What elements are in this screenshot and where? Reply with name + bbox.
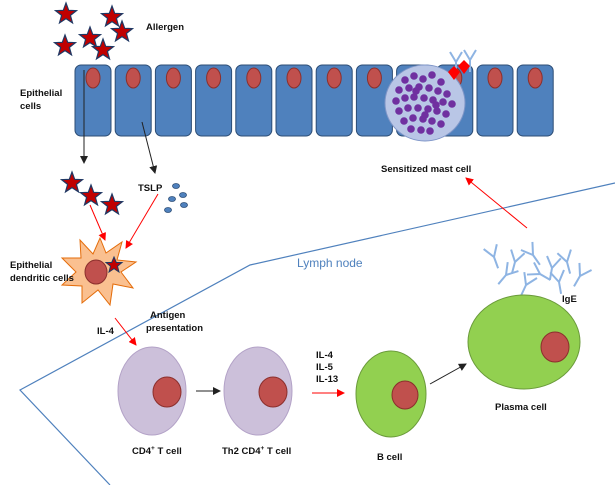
granule bbox=[432, 101, 440, 109]
cd4-t-cell-label: CD4+ T cell bbox=[132, 445, 182, 457]
epithelial-cell bbox=[114, 64, 152, 137]
granule bbox=[434, 87, 442, 95]
epithelial-cell bbox=[275, 64, 313, 137]
granule bbox=[439, 98, 447, 106]
epithelial-cell bbox=[154, 64, 192, 137]
ige-antibody-icon bbox=[497, 261, 519, 285]
granule bbox=[442, 110, 450, 118]
granule bbox=[426, 127, 434, 135]
epithelial-layer bbox=[74, 64, 554, 137]
ige-antibody-icon bbox=[526, 261, 551, 281]
tslp-label: TSLP bbox=[138, 183, 163, 194]
granule bbox=[404, 104, 412, 112]
granule bbox=[414, 104, 422, 112]
epithelial-dendritic-cells-label: Epithelial dendritic cells bbox=[10, 260, 74, 284]
b-cell bbox=[355, 350, 427, 438]
granule bbox=[433, 107, 441, 115]
il4-label: IL-4 bbox=[97, 326, 115, 337]
granule bbox=[420, 94, 428, 102]
granule bbox=[412, 87, 420, 95]
arrow-tslp-to-dc bbox=[125, 193, 159, 249]
epithelial-cell bbox=[355, 64, 393, 137]
granule bbox=[410, 72, 418, 80]
granule bbox=[395, 107, 403, 115]
granule bbox=[421, 111, 429, 119]
allergen-star-icon bbox=[59, 170, 85, 194]
cytokines-label: IL-4 IL-5 IL-13 bbox=[316, 350, 338, 385]
allergen-star-icon bbox=[78, 183, 104, 207]
granule bbox=[425, 84, 433, 92]
sensitized-mast-cell-label: Sensitized mast cell bbox=[381, 164, 471, 175]
th2-cd4-t-cell bbox=[223, 346, 293, 436]
epithelial-cell bbox=[315, 64, 353, 137]
allergen-cluster-processed bbox=[59, 170, 125, 216]
b-cell-label: B cell bbox=[377, 452, 402, 463]
granule bbox=[437, 120, 445, 128]
allergen-cluster bbox=[52, 1, 135, 61]
granule bbox=[424, 105, 432, 113]
arrow-antigen-presentation bbox=[114, 317, 137, 346]
granule bbox=[428, 71, 436, 79]
plasma-cell-label: Plasma cell bbox=[495, 402, 547, 413]
granule bbox=[401, 76, 409, 84]
ige-antibody-icon bbox=[520, 241, 541, 266]
granule bbox=[419, 75, 427, 83]
ige-antibodies bbox=[483, 241, 593, 297]
granule bbox=[437, 78, 445, 86]
ige-antibody-icon bbox=[483, 244, 500, 269]
epithelial-cells-label: Epithelial cells bbox=[20, 88, 65, 112]
allergen-star-in-dc-icon bbox=[104, 255, 124, 274]
granule bbox=[401, 94, 409, 102]
arrow-allergen-to-dc bbox=[89, 204, 106, 241]
sensitized-mast-cell bbox=[384, 49, 477, 142]
arrows bbox=[80, 70, 528, 397]
th2-cd4-t-cell-label: Th2 CD4+ T cell bbox=[222, 445, 291, 457]
ige-antibody-icon bbox=[556, 249, 572, 274]
ige-label: IgE bbox=[562, 294, 577, 305]
allergen-star-icon bbox=[99, 4, 125, 28]
granule bbox=[448, 100, 456, 108]
granule bbox=[409, 114, 417, 122]
epithelial-cell bbox=[195, 64, 233, 137]
allergen-star-icon bbox=[109, 19, 135, 43]
granule bbox=[443, 90, 451, 98]
allergen-star-icon bbox=[52, 33, 78, 57]
granule bbox=[410, 93, 418, 101]
allergen-label: Allergen bbox=[146, 22, 184, 33]
bound-ige-icon bbox=[449, 49, 477, 74]
antigen-presentation-label: Antigen presentation bbox=[146, 310, 203, 334]
granule bbox=[428, 117, 436, 125]
arrow-epithelium-to-tslp bbox=[141, 121, 158, 174]
arrow-ige-to-mast-cell bbox=[465, 177, 528, 229]
epithelial-cell bbox=[235, 64, 273, 137]
epithelial-cell bbox=[74, 64, 112, 137]
allergen-star-icon bbox=[77, 25, 103, 49]
epithelial-cell bbox=[476, 64, 514, 137]
granule bbox=[407, 125, 415, 133]
cd4-t-cell bbox=[117, 346, 187, 436]
ige-antibody-icon bbox=[520, 271, 538, 297]
granule bbox=[392, 97, 400, 105]
dendritic-cell bbox=[60, 236, 138, 307]
granule bbox=[400, 117, 408, 125]
allergen-star-icon bbox=[53, 1, 79, 25]
granule bbox=[417, 126, 425, 134]
granule bbox=[395, 86, 403, 94]
tslp-molecules bbox=[164, 183, 188, 213]
allergen-star-icon bbox=[90, 37, 116, 61]
arrow-bcell-to-plasma bbox=[429, 363, 467, 385]
mast-cell-granules bbox=[392, 71, 456, 135]
crosslinking-allergen-icon bbox=[448, 60, 470, 80]
ige-antibody-icon bbox=[510, 249, 526, 274]
ige-antibody-icon bbox=[573, 262, 593, 287]
allergen-star-icon bbox=[99, 192, 125, 216]
lymph-node-label: Lymph node bbox=[297, 256, 363, 270]
lymph-node-boundary bbox=[19, 182, 615, 485]
epithelial-cell bbox=[516, 64, 554, 137]
ige-antibody-icon bbox=[549, 269, 565, 294]
granule bbox=[405, 84, 413, 92]
plasma-cell bbox=[467, 294, 581, 390]
